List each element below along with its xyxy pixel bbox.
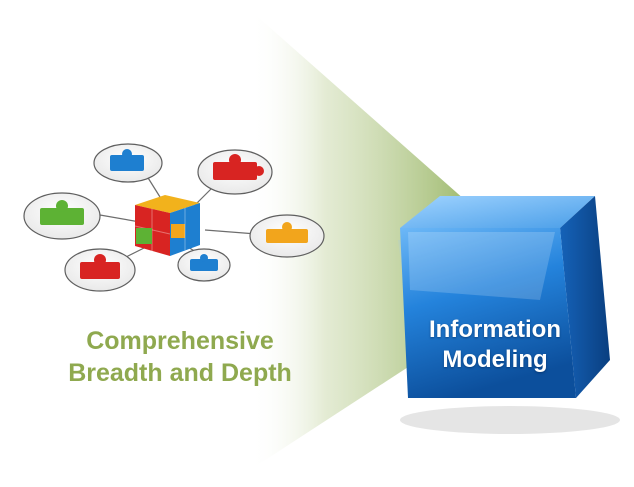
information-modeling-cube (398, 196, 620, 434)
left-caption: Comprehensive Breadth and Depth (30, 325, 330, 389)
left-caption-line2: Breadth and Depth (68, 359, 292, 387)
puzzle-cube-icon (134, 195, 200, 256)
puzzle-piece-orange-icon (266, 222, 308, 243)
puzzle-piece-green-icon (40, 200, 84, 225)
left-caption-line1: Comprehensive (86, 327, 274, 355)
cube-label: Information Modeling (400, 315, 590, 375)
cube-label-line1: Information (429, 316, 561, 343)
puzzle-piece-blue-bottom-icon (190, 254, 218, 271)
puzzle-piece-blue-top-icon (110, 149, 144, 171)
cube-label-line2: Modeling (442, 346, 548, 373)
puzzle-piece-red-bottom-icon (80, 254, 120, 279)
puzzle-piece-red-top-icon (213, 154, 264, 180)
